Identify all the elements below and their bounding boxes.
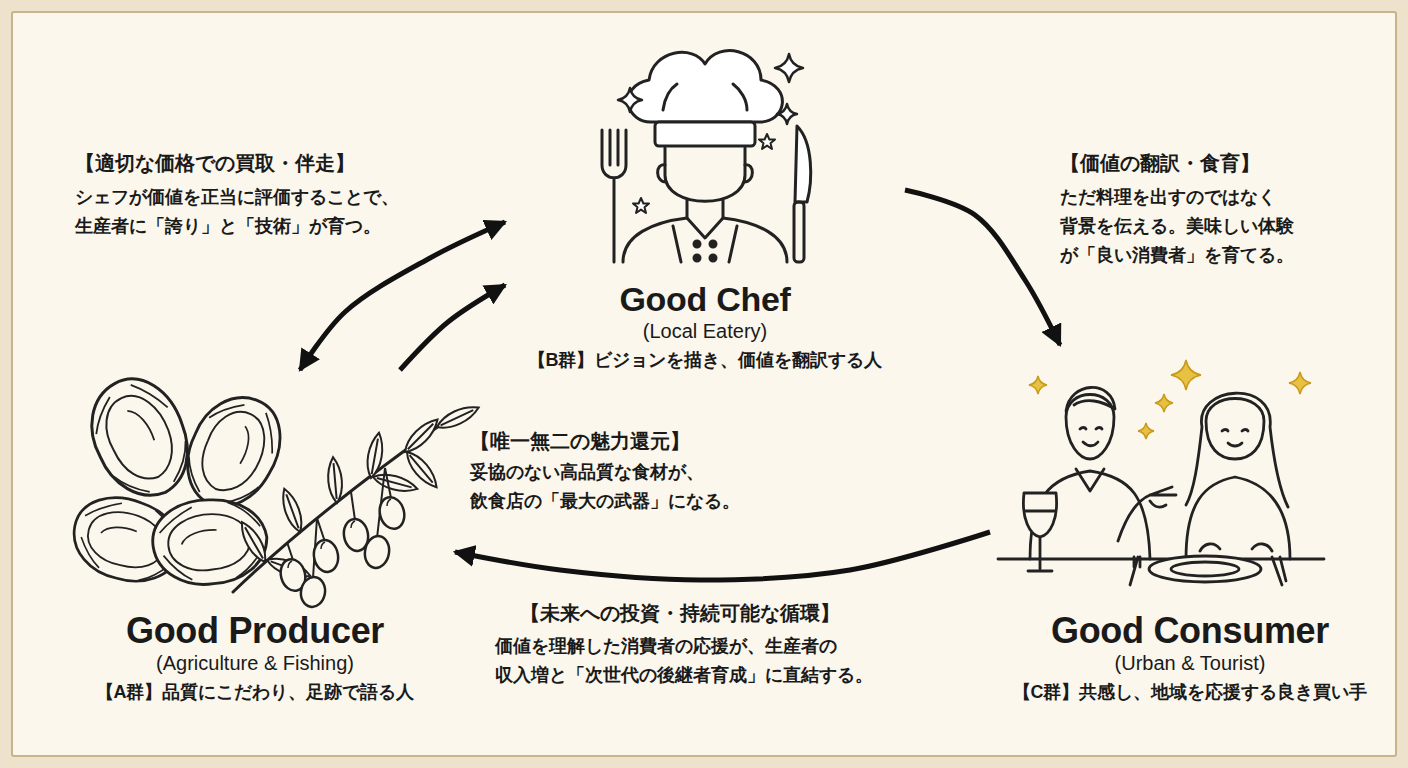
edge-label: 【未来への投資・持続可能な循環】 — [520, 600, 840, 626]
description-note: 価値を理解した消費者の応援が、生産者の 収入増と「次世代の後継者育成」に直結する… — [495, 632, 935, 690]
description-note: ただ料理を出すのではなく 背景を伝える。美味しい体験 が「良い消費者」を育てる。 — [1060, 183, 1360, 269]
flow-arrow — [300, 222, 505, 370]
description-note: 妥協のない高品質な食材が、 飲食店の「最大の武器」になる。 — [470, 458, 830, 516]
edge-label: 【唯一無二の魅力還元】 — [470, 428, 690, 454]
actor-name: Good Chef — [619, 280, 790, 319]
chef-illustration — [602, 51, 811, 262]
actor-subtitle: (Agriculture & Fishing) — [156, 651, 354, 675]
actor-subtitle: (Urban & Tourist) — [1115, 651, 1266, 675]
actor-group: Good Chef(Local Eatery) 【B群】ビジョンを描き、価値を翻訳… — [505, 30, 905, 390]
edge-label: 【適切な価格での買取・伴走】 — [75, 150, 355, 176]
flow-arrow — [455, 532, 990, 580]
description-note: シェフが価値を正当に評価することで、 生産者に「誇り」と「技術」が育つ。 — [75, 183, 455, 241]
actor-description: 【B群】ビジョンを描き、価値を翻訳する人 — [528, 349, 883, 372]
actor-description: 【A群】品質にこだわり、足跡で語る人 — [96, 681, 415, 704]
actor-subtitle: (Local Eatery) — [643, 319, 768, 343]
actor-name: Good Producer — [126, 610, 384, 651]
consumer-illustration — [998, 360, 1324, 585]
actor-name: Good Consumer — [1051, 610, 1329, 651]
actor-group: Good Producer(Agriculture & Fishing) 【A群】… — [55, 370, 455, 720]
producer-illustration — [64, 365, 481, 609]
flow-arrow — [905, 190, 1060, 345]
actor-description: 【C群】共感し、地域を応援する良き買い手 — [1013, 681, 1368, 704]
flow-arrow — [400, 285, 505, 370]
edge-label: 【価値の翻訳・食育】 — [1060, 150, 1260, 176]
actor-group: Good Consumer(Urban & Tourist) 【C群】共感し、地域… — [990, 345, 1390, 720]
